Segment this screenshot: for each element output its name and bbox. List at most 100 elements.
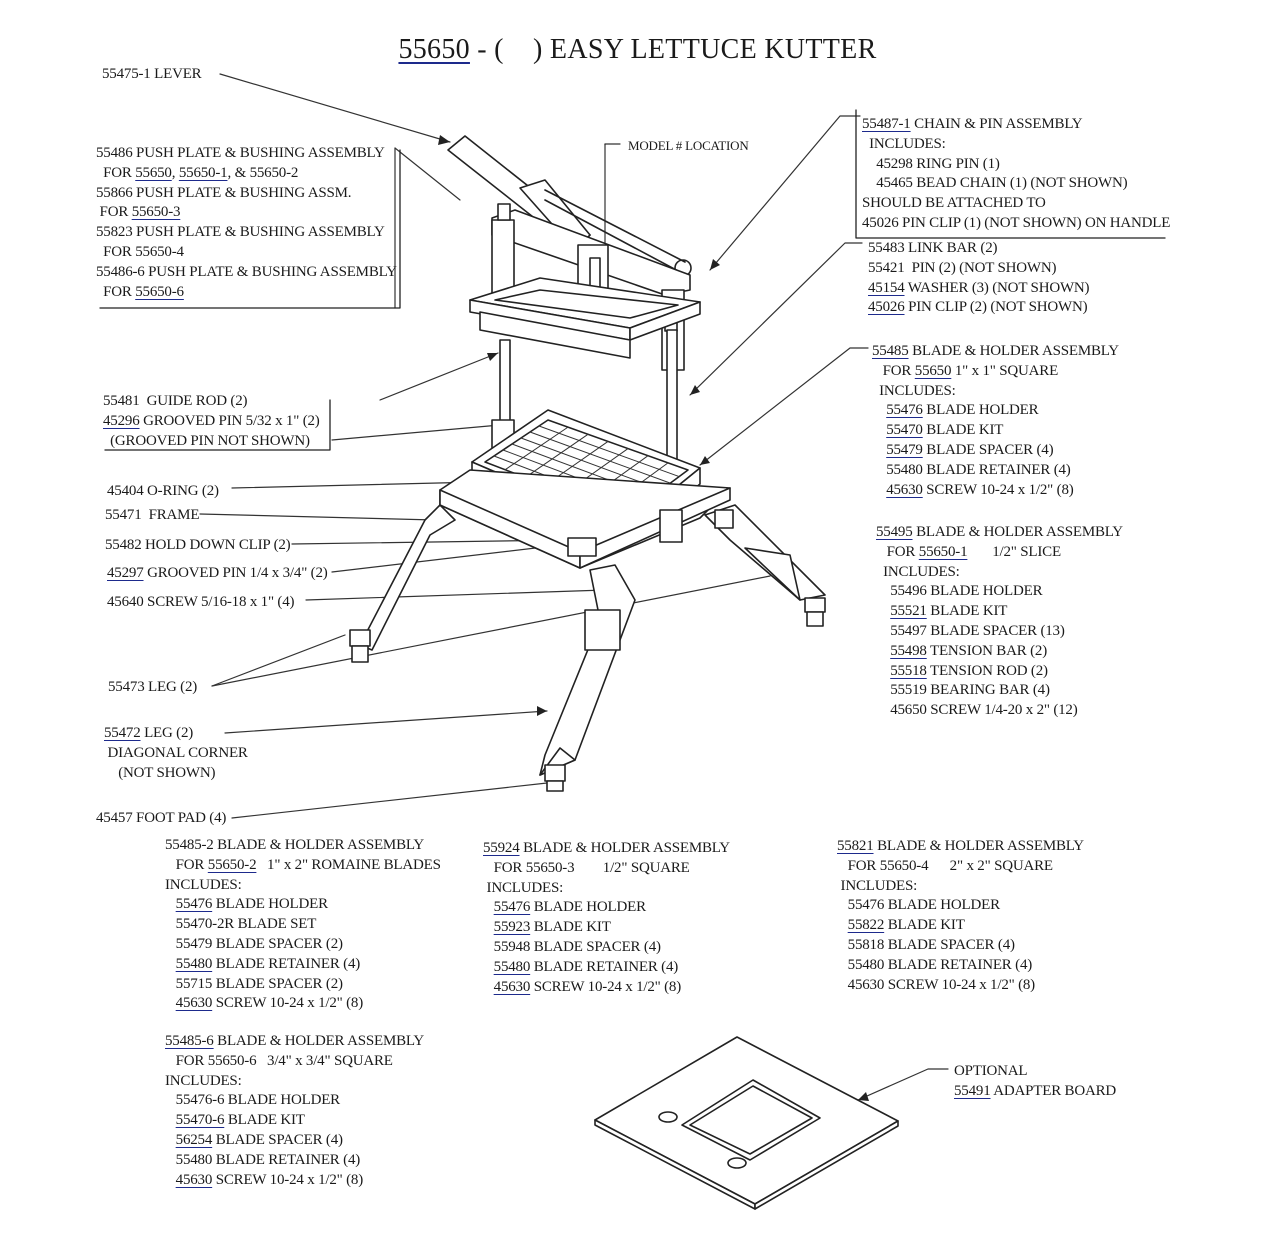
label-text: 55481 GUIDE ROD (2)	[103, 393, 248, 409]
part-number: 55472	[104, 725, 141, 741]
label-text: INCLUDES:	[862, 135, 946, 152]
part-number: 55476	[493, 899, 531, 916]
callout-model-location: MODEL # LOCATION	[628, 138, 749, 153]
label-text: CHAIN & PIN ASSEMBLY	[910, 116, 1083, 132]
page-title: 55650 - ( ) EASY LETTUCE KUTTER	[0, 32, 1275, 68]
label-text: 1/2" SLICE	[967, 543, 1061, 560]
label-line: INCLUDES:	[876, 562, 960, 582]
label-text: INCLUDES:	[872, 382, 956, 399]
label-line: INCLUDES:	[165, 875, 242, 895]
label-line: 55479 BLADE SPACER (2)	[165, 934, 343, 954]
label-text: 1" x 1" SQUARE	[951, 362, 1059, 379]
label-text: 55496 BLADE HOLDER	[876, 583, 1043, 600]
label-line: 55496 BLADE HOLDER	[876, 581, 1042, 601]
label-text: 45650 SCREW 1/4-20 x 2" (12)	[876, 702, 1078, 719]
label-text: GROOVED PIN 5/32 x 1" (2)	[139, 412, 320, 429]
label-line: 55476 BLADE HOLDER	[872, 400, 1038, 420]
part-number: 45026	[868, 299, 905, 316]
label-line: 55486 PUSH PLATE & BUSHING ASSEMBLY	[96, 143, 385, 163]
label-text: 45026 PIN CLIP (1) (NOT SHOWN) ON HANDLE	[862, 215, 1171, 231]
label-text	[483, 919, 494, 935]
part-number: 55650-6	[135, 283, 184, 300]
label-text: 1" x 2" ROMAINE BLADES	[256, 856, 441, 873]
part-number: 55470-6	[175, 1112, 225, 1129]
label-text: 45298 RING PIN (1)	[862, 155, 1000, 172]
label-line: 45630 SCREW 10-24 x 1/2" (8)	[483, 977, 682, 997]
part-number: 45630	[175, 995, 213, 1012]
foot-pads	[349, 597, 826, 792]
callout-o-ring: 45404 O-RING (2)	[107, 483, 219, 499]
callout-foot-pad: 45457 FOOT PAD (4)	[96, 810, 227, 826]
label-line: 55479 BLADE SPACER (4)	[872, 440, 1053, 460]
callout-frame: 55471 FRAME	[105, 507, 200, 523]
grid-line	[538, 425, 680, 478]
label-line: FOR 55650-6	[96, 282, 184, 302]
label-line: INCLUDES:	[872, 381, 956, 401]
part-number: 55485-6	[165, 1033, 214, 1049]
label-line: 55487-1 CHAIN & PIN ASSEMBLY	[862, 114, 1083, 134]
part-number: 55650-1	[918, 543, 968, 560]
part-number: 55487-1	[862, 116, 911, 132]
label-text: BLADE KIT	[884, 917, 965, 934]
label-text: 55818 BLADE SPACER (4)	[837, 937, 1015, 953]
label-text: FOR	[876, 543, 919, 560]
label-line: 55491 ADAPTER BOARD	[954, 1081, 1116, 1101]
label-text: BLADE SPACER (4)	[212, 1132, 343, 1148]
label-text: , & 55650-2	[227, 164, 299, 181]
label-text	[165, 1112, 176, 1128]
label-line: INCLUDES:	[837, 876, 918, 896]
label-text	[165, 896, 176, 912]
grooved-pin-part: 45297	[107, 565, 144, 581]
label-text: 55480 BLADE RETAINER (4)	[837, 956, 1033, 973]
push-plate	[469, 277, 701, 359]
label-line: FOR 55650, 55650-1, & 55650-2	[96, 163, 298, 183]
label-text: OPTIONAL	[954, 1063, 1028, 1079]
base-frame	[439, 469, 731, 569]
part-number: 55521	[890, 603, 927, 620]
label-text: FOR	[96, 204, 132, 221]
label-text	[165, 1172, 176, 1188]
label-line: 56254 BLADE SPACER (4)	[165, 1130, 343, 1150]
label-line: 55521 BLADE KIT	[876, 601, 1007, 621]
label-text: FOR 55650-6 3/4" x 3/4" SQUARE	[165, 1052, 393, 1069]
label-text	[483, 959, 494, 975]
label-text: 55948 BLADE SPACER (4)	[483, 939, 661, 955]
label-text: BLADE RETAINER (4)	[530, 958, 679, 975]
part-number: 55650-3	[131, 204, 181, 221]
label-line: 55480 BLADE RETAINER (4)	[872, 460, 1071, 480]
callout-lever: 55475-1 LEVER	[102, 66, 202, 82]
label-line: 45298 RING PIN (1)	[862, 154, 1000, 174]
label-text: 55421 PIN (2) (NOT SHOWN)	[868, 259, 1057, 276]
part-number: 55821	[837, 838, 874, 854]
label-line: FOR 55650-6 3/4" x 3/4" SQUARE	[165, 1051, 393, 1071]
label-line: 45296 GROOVED PIN 5/32 x 1" (2)	[103, 411, 320, 431]
label-text: 55480 BLADE RETAINER (4)	[165, 1151, 361, 1168]
label-line: 55948 BLADE SPACER (4)	[483, 937, 661, 957]
label-text: BLADE SPACER (4)	[922, 442, 1054, 458]
label-line: 45026 PIN CLIP (1) (NOT SHOWN) ON HANDLE	[862, 213, 1170, 233]
grooved-pin-desc: GROOVED PIN 1/4 x 3/4" (2)	[143, 565, 328, 581]
label-text: SCREW 10-24 x 1/2" (8)	[922, 481, 1074, 498]
title-text: - ( ) EASY LETTUCE KUTTER	[469, 34, 877, 65]
label-line: 55818 BLADE SPACER (4)	[837, 935, 1015, 955]
label-line: 45630 SCREW 10-24 x 1/2" (8)	[165, 1170, 364, 1190]
label-line: 55822 BLADE KIT	[837, 915, 965, 935]
label-text: BLADE & HOLDER ASSEMBLY	[873, 838, 1084, 854]
label-text: 55485-2 BLADE & HOLDER ASSEMBLY	[165, 837, 424, 853]
part-number: 45296	[103, 412, 140, 429]
part-number: 55650-1	[178, 164, 228, 181]
label-text	[483, 899, 494, 915]
label-line: 55480 BLADE RETAINER (4)	[165, 954, 361, 974]
label-text: BLADE RETAINER (4)	[212, 955, 361, 972]
grid-line	[529, 431, 671, 484]
label-line: 55518 TENSION ROD (2)	[876, 661, 1048, 681]
label-line: 55924 BLADE & HOLDER ASSEMBLY	[483, 838, 730, 858]
label-text: BLADE KIT	[922, 422, 1004, 439]
label-line: INCLUDES:	[165, 1071, 242, 1091]
label-text: ADAPTER BOARD	[990, 1082, 1117, 1099]
part-number: 55485	[872, 343, 909, 359]
callout-leg: 55473 LEG (2)	[108, 679, 198, 695]
label-line: DIAGONAL CORNER	[104, 743, 248, 763]
label-line: 45630 SCREW 10-24 x 1/2" (8)	[165, 993, 364, 1013]
label-line: 55821 BLADE & HOLDER ASSEMBLY	[837, 836, 1084, 856]
